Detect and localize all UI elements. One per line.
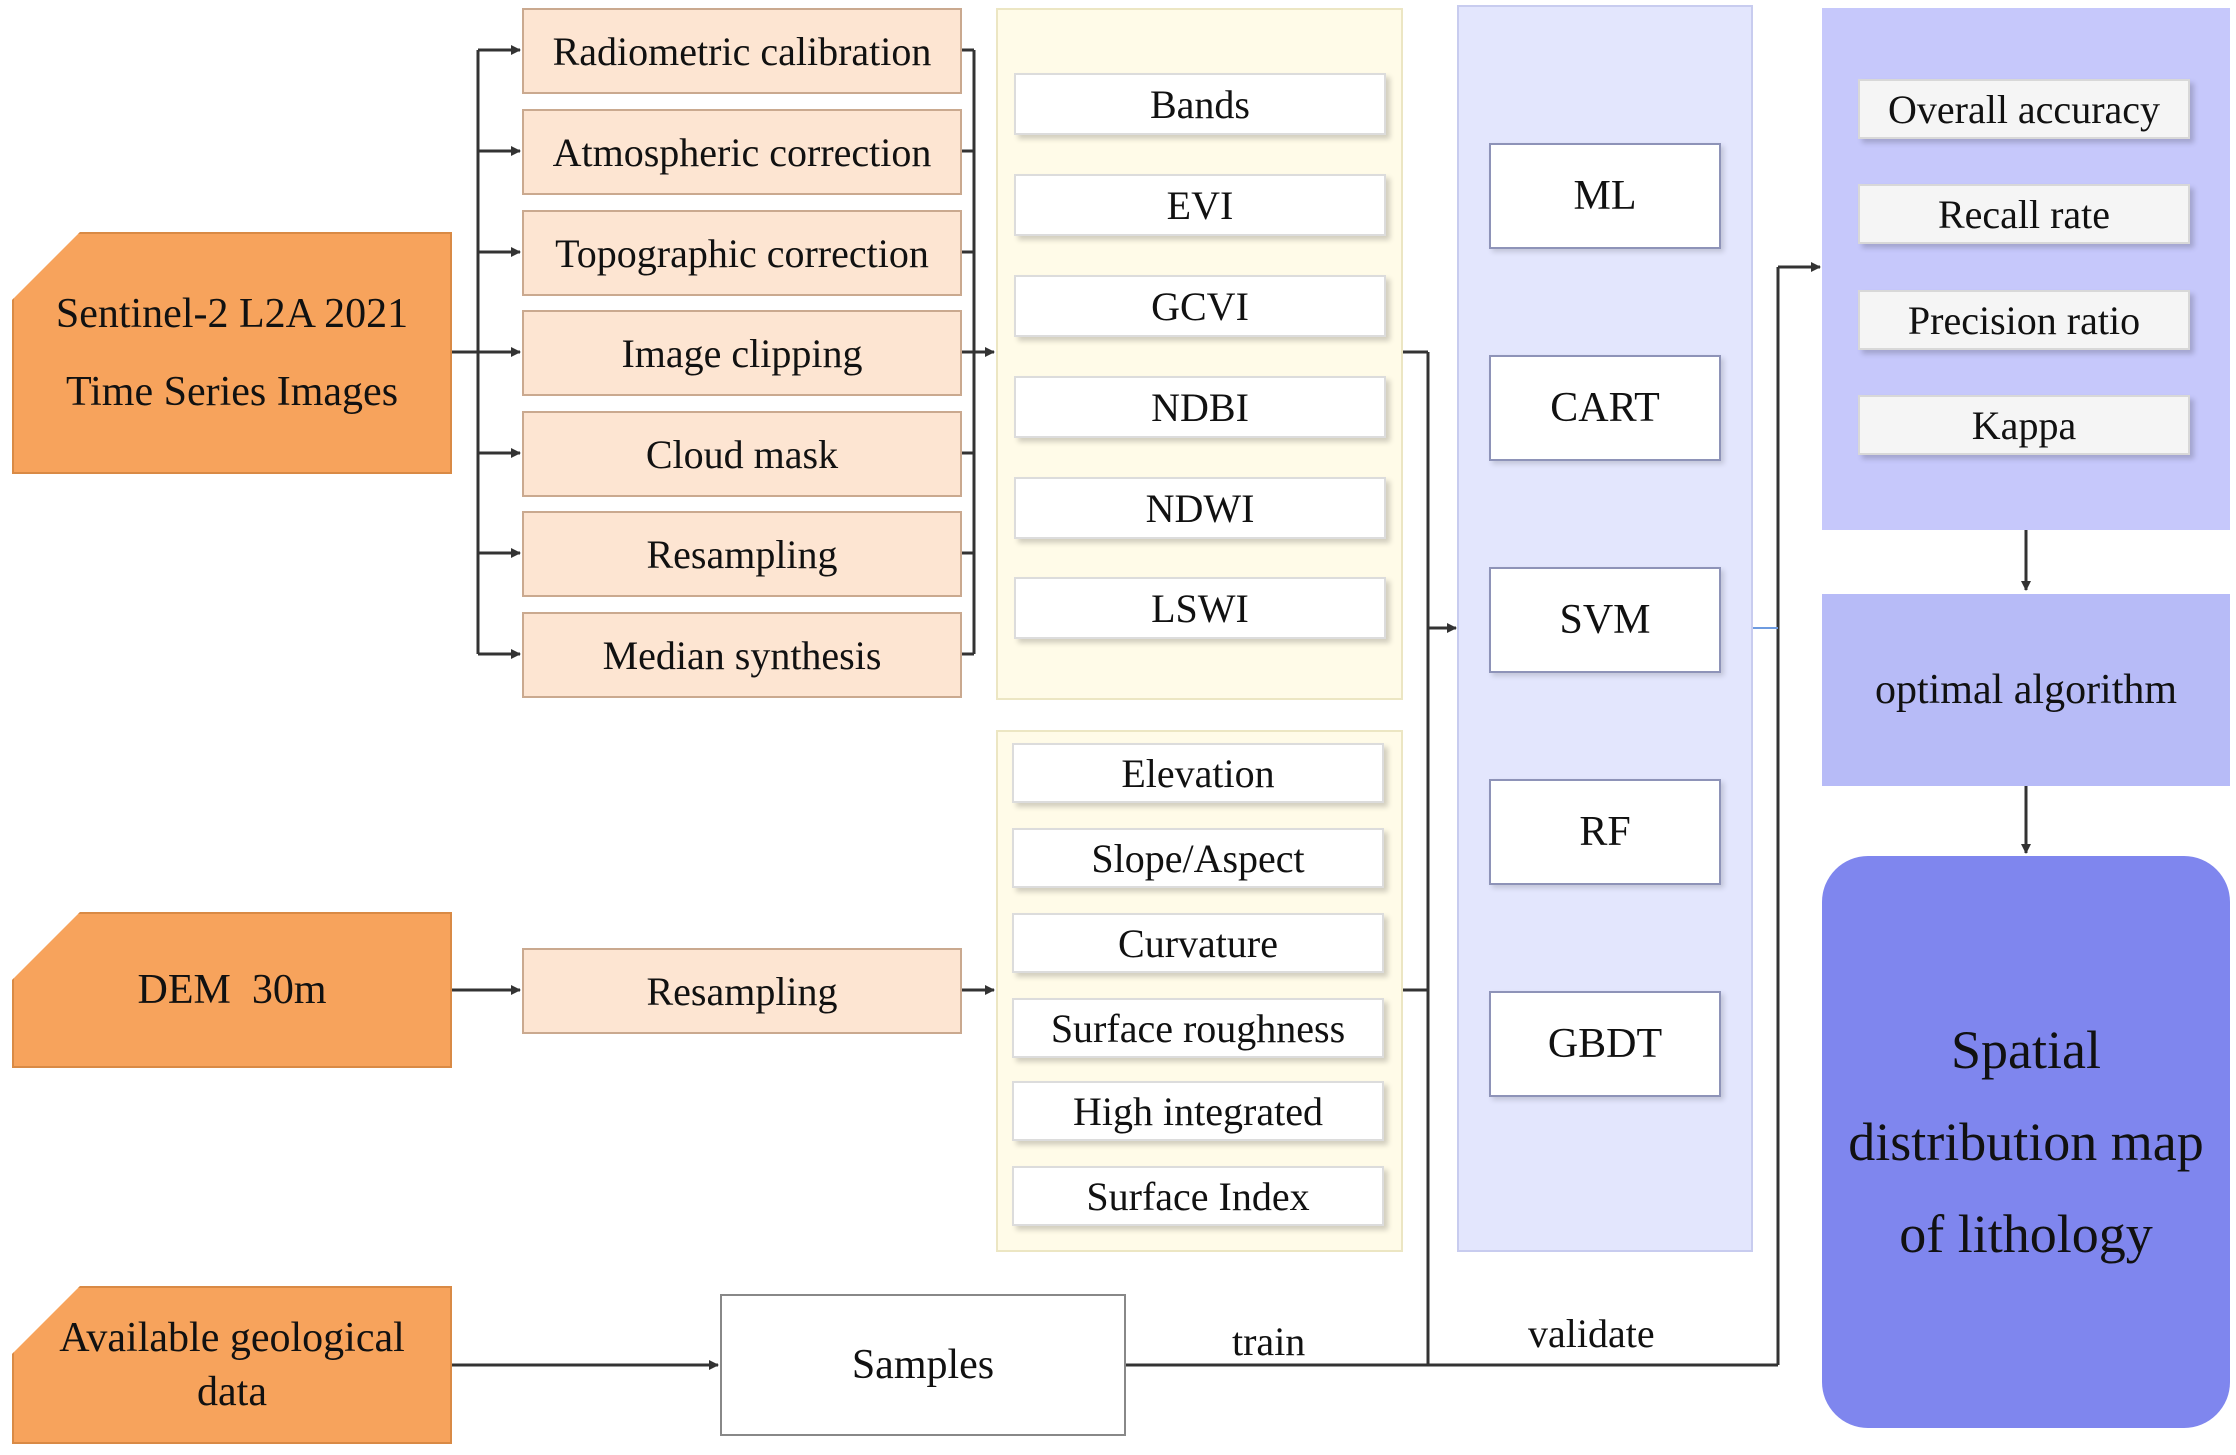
preprocess-atmospheric-correction: Atmospheric correction bbox=[522, 109, 962, 195]
algorithm-ml: ML bbox=[1489, 143, 1721, 249]
algorithm-svm: SVM bbox=[1489, 567, 1721, 673]
geology-source-node: Available geological data bbox=[12, 1286, 452, 1444]
metric-precision-ratio: Precision ratio bbox=[1858, 290, 2190, 350]
train-edge-label: train bbox=[1232, 1319, 1306, 1364]
result-line1: Spatial bbox=[1951, 1020, 2101, 1080]
preprocess-resampling: Resampling bbox=[522, 511, 962, 597]
feature-curvature: Curvature bbox=[1012, 913, 1384, 973]
feature-gcvi: GCVI bbox=[1014, 275, 1386, 337]
feature-surface-roughness: Surface roughness bbox=[1012, 998, 1384, 1058]
feature-elevation: Elevation bbox=[1012, 743, 1384, 803]
metric-recall-rate: Recall rate bbox=[1858, 184, 2190, 244]
geology-label-line1: Available geological bbox=[59, 1315, 405, 1361]
sentinel-label-line1: Sentinel-2 L2A 2021 bbox=[55, 291, 409, 337]
result-line2: distribution map bbox=[1848, 1112, 2204, 1172]
metric-kappa: Kappa bbox=[1858, 395, 2190, 455]
algorithm-rf: RF bbox=[1489, 779, 1721, 885]
result-line3: of lithology bbox=[1899, 1204, 2153, 1264]
feature-ndwi: NDWI bbox=[1014, 477, 1386, 539]
optimal-algorithm-node: optimal algorithm bbox=[1822, 594, 2230, 786]
preprocess-radiometric-calibration: Radiometric calibration bbox=[522, 8, 962, 94]
lithology-map-result-node: Spatial distribution map of lithology bbox=[1822, 856, 2230, 1428]
feature-lswi: LSWI bbox=[1014, 577, 1386, 639]
dem-label: DEM 30m bbox=[137, 967, 327, 1013]
feature-bands: Bands bbox=[1014, 73, 1386, 135]
sentinel-label-line2: Time Series Images bbox=[65, 369, 399, 415]
preprocess-image-clipping: Image clipping bbox=[522, 310, 962, 396]
feature-ndbi: NDBI bbox=[1014, 376, 1386, 438]
sentinel-source-node: Sentinel-2 L2A 2021 Time Series Images bbox=[12, 232, 452, 474]
feature-evi: EVI bbox=[1014, 174, 1386, 236]
samples-node: Samples bbox=[720, 1294, 1126, 1436]
feature-slope-aspect: Slope/Aspect bbox=[1012, 828, 1384, 888]
preprocess-topographic-correction: Topographic correction bbox=[522, 210, 962, 296]
geology-label-line2: data bbox=[197, 1369, 267, 1415]
terrain-feature-panel bbox=[996, 730, 1403, 1252]
metric-overall-accuracy: Overall accuracy bbox=[1858, 79, 2190, 139]
feature-high-integrated: High integrated bbox=[1012, 1081, 1384, 1141]
dem-source-node: DEM 30m bbox=[12, 912, 452, 1068]
dem-resampling: Resampling bbox=[522, 948, 962, 1034]
algorithm-cart: CART bbox=[1489, 355, 1721, 461]
algorithm-gbdt: GBDT bbox=[1489, 991, 1721, 1097]
preprocess-cloud-mask: Cloud mask bbox=[522, 411, 962, 497]
preprocess-median-synthesis: Median synthesis bbox=[522, 612, 962, 698]
validate-edge-label: validate bbox=[1528, 1311, 1655, 1356]
feature-surface-index: Surface Index bbox=[1012, 1166, 1384, 1226]
